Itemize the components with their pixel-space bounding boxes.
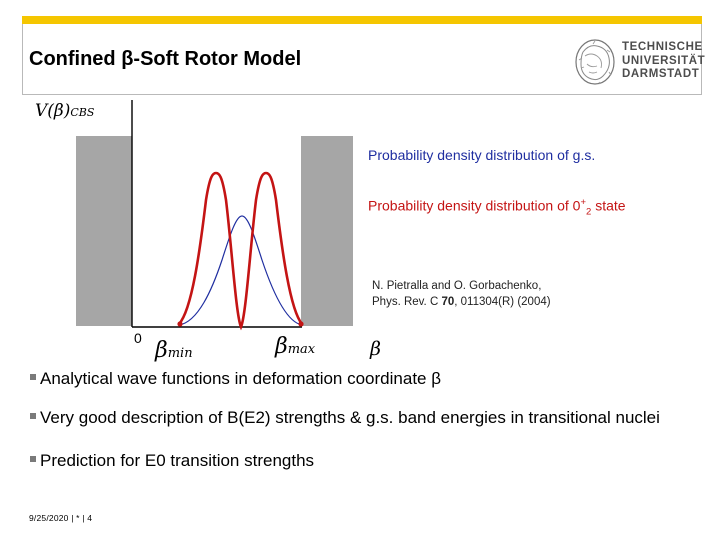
gs-density-curve [178, 215, 303, 326]
footer-separator: | [82, 513, 85, 523]
x-origin-label: 0 [134, 330, 142, 346]
citation-line-1: N. Pietralla and O. Gorbachenko, [372, 280, 542, 292]
gs-annotation: Probability density distribution of g.s. [368, 147, 596, 163]
citation: N. Pietralla and O. Gorbachenko, Phys. R… [372, 279, 551, 310]
x-axis-label: β [370, 338, 381, 360]
accent-bar [22, 16, 702, 24]
page-number: 4 [87, 513, 93, 523]
y-axis-label: V(β)CBS [35, 101, 95, 121]
logo-line-2: UNIVERSITÄT [622, 54, 706, 67]
beta-max-marker [298, 321, 304, 327]
logo-line-3: DARMSTADT [622, 68, 700, 80]
bullet-list: Analytical wave functions in deformation… [30, 368, 680, 489]
title-box: Confined β-Soft Rotor Model TECHNISCHE U… [22, 24, 705, 95]
beta-min-marker [177, 321, 183, 327]
bullet-item: Prediction for E0 transition strengths [30, 450, 680, 471]
state-02-annotation: Probability density distribution of 0+2 … [368, 197, 626, 218]
bullet-square-icon [30, 413, 36, 419]
slide-title: Confined β-Soft Rotor Model [29, 48, 302, 70]
logo-line-1: TECHNISCHE [622, 41, 703, 53]
logo-head-icon [575, 39, 615, 85]
bullet-item: Very good description of B(E2) strengths… [30, 407, 680, 428]
footer: 9/25/2020 | * | 4 [29, 513, 92, 523]
bullet-item: Analytical wave functions in deformation… [30, 368, 680, 389]
bullet-square-icon [30, 456, 36, 462]
state-02-density-curve [177, 171, 304, 331]
citation-line-2: Phys. Rev. C 70, 011304(R) (2004) [372, 295, 551, 308]
tu-darmstadt-logo: TECHNISCHE UNIVERSITÄT DARMSTADT [573, 38, 705, 86]
footer-date: 9/25/2020 [29, 513, 69, 523]
left-wall [76, 136, 132, 326]
beta-max-label: βmax [275, 334, 316, 359]
footer-star: * [76, 513, 80, 523]
bullet-square-icon [30, 374, 36, 380]
footer-separator: | [71, 513, 74, 523]
beta-min-label: βmin [155, 338, 193, 363]
right-wall [301, 136, 353, 326]
